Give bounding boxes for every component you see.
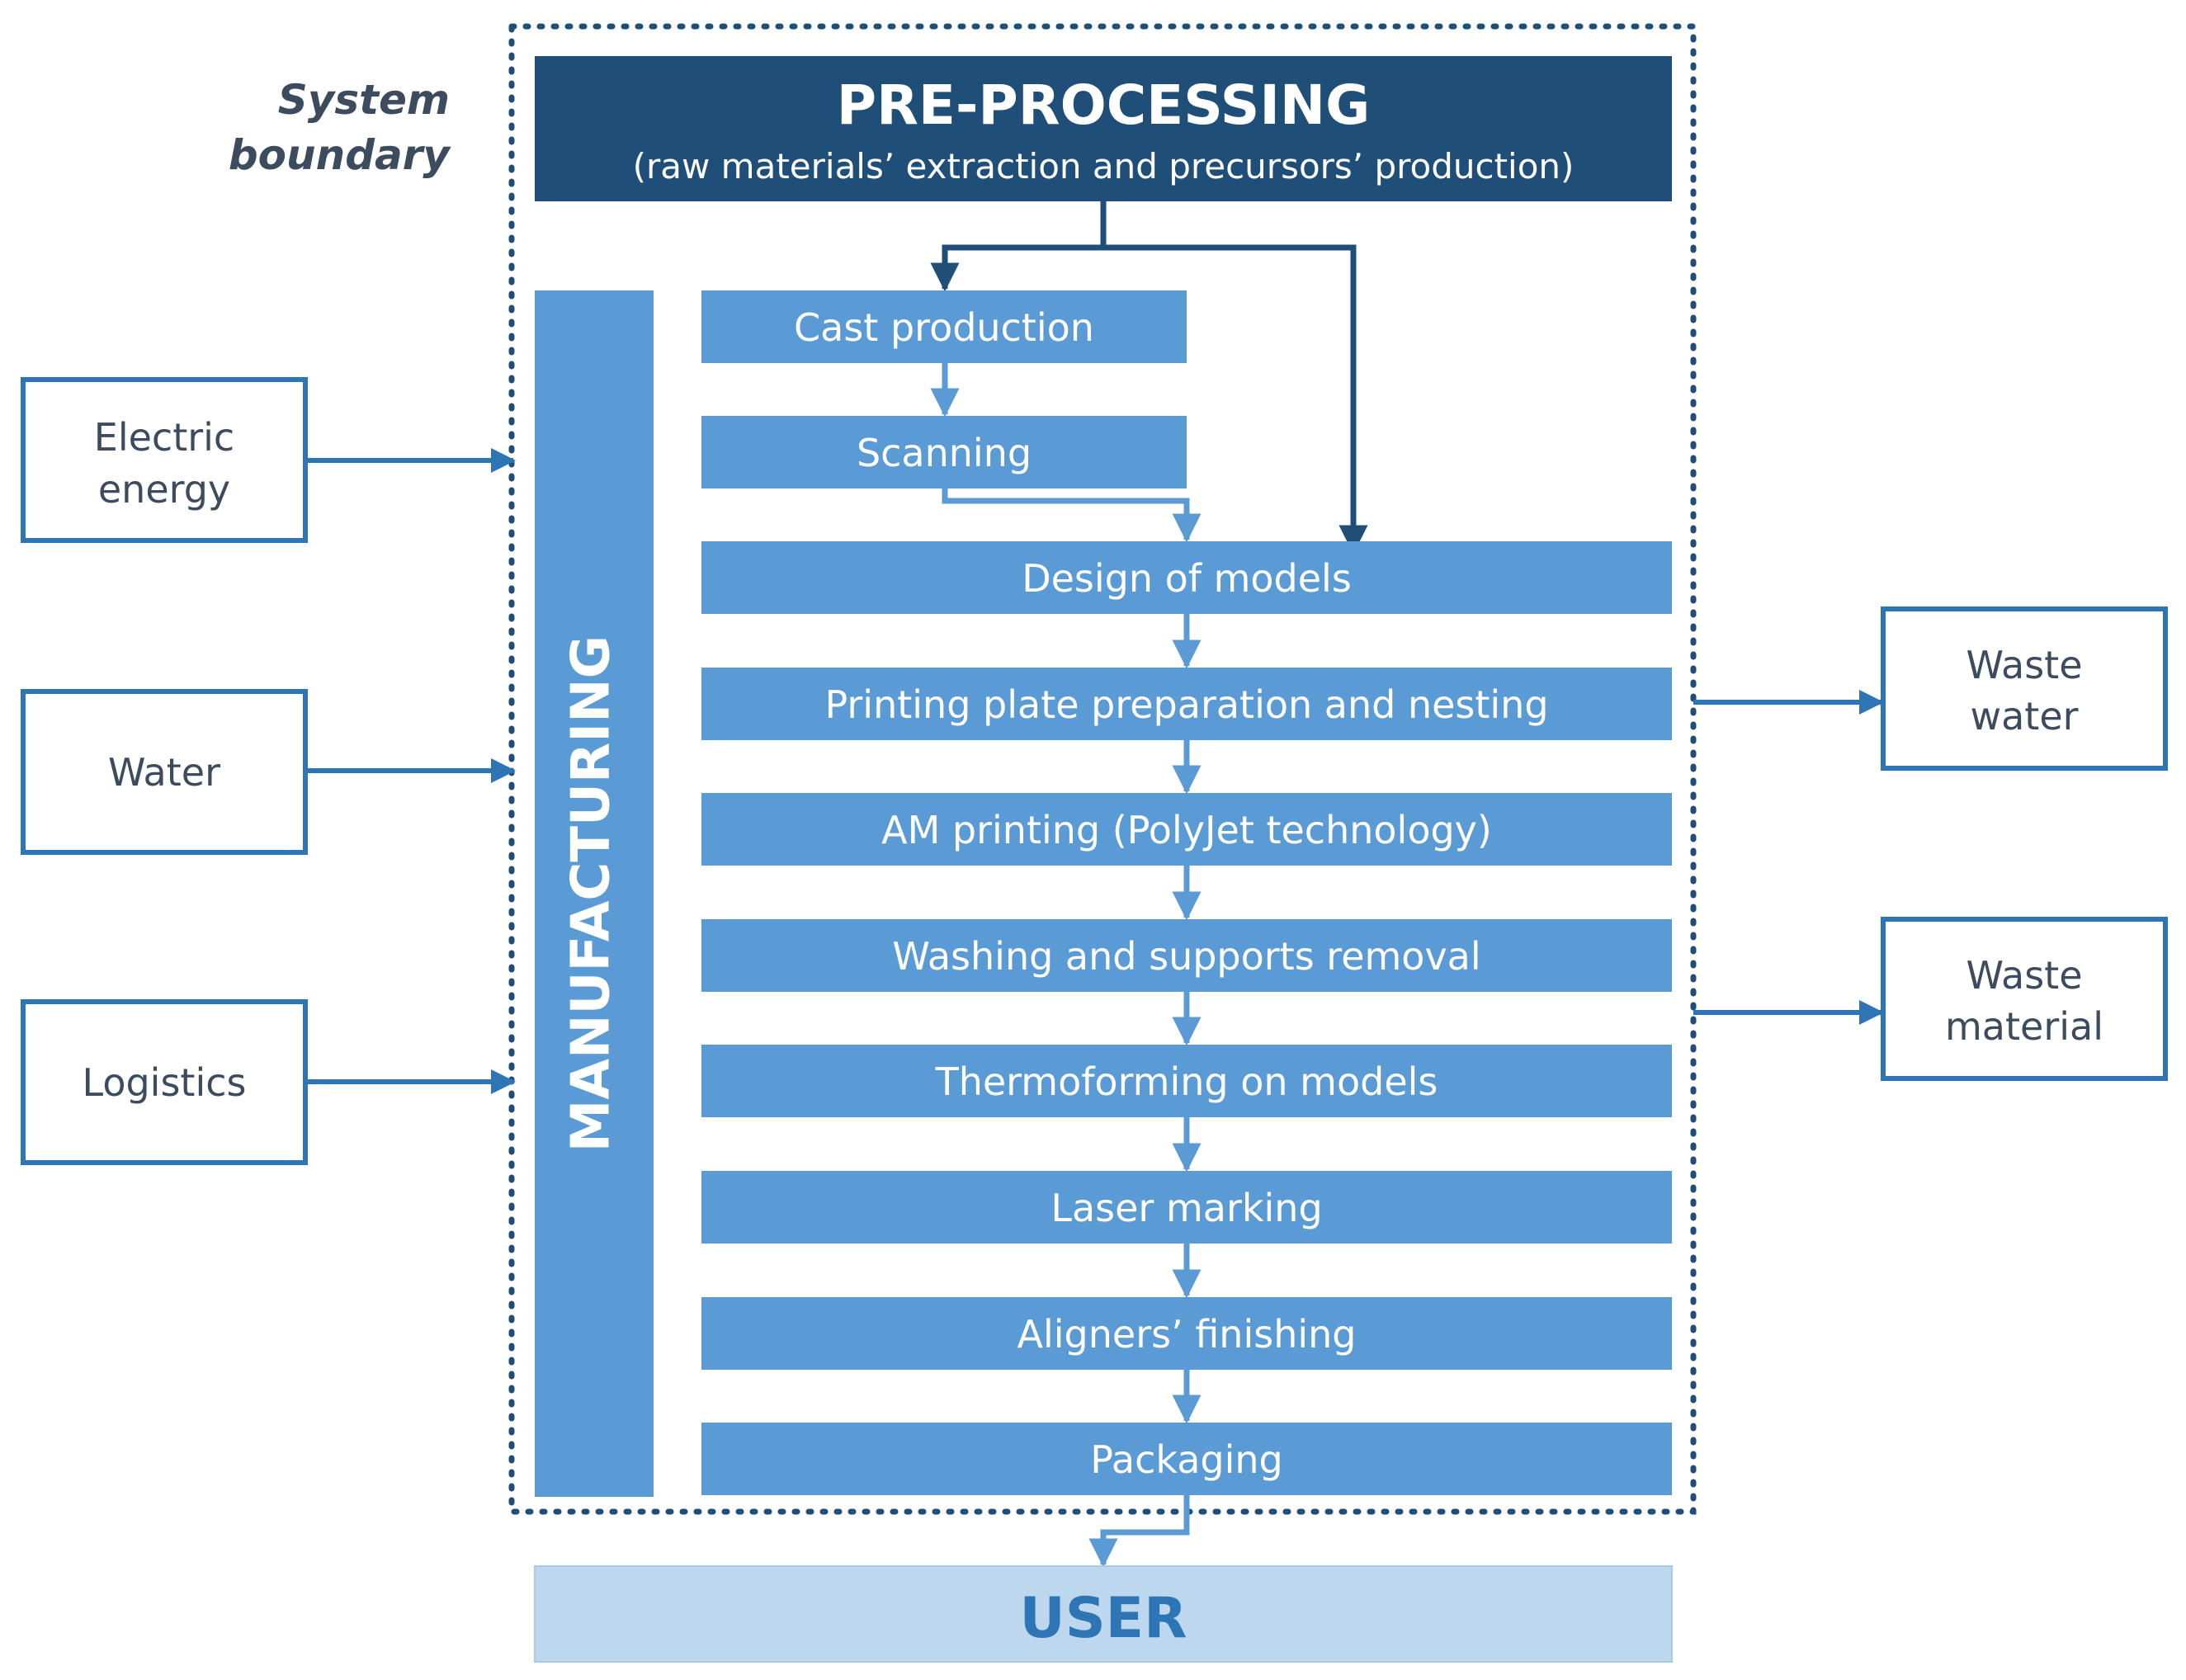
arrow-packaging-to-user (1088, 1495, 1190, 1568)
step-cast-production-label: Cast production (794, 305, 1094, 350)
input-water-box (21, 689, 308, 855)
output-waste-water-box (1881, 606, 2168, 771)
step-printing-plate (701, 668, 1672, 740)
input-electric-energy-line1: Electric (94, 415, 234, 460)
step-arrows (930, 363, 1202, 1568)
output-arrows (1693, 690, 1884, 1025)
input-electric-energy-box (21, 377, 308, 543)
step-aligners-finishing-label: Aligners’ finishing (1017, 1312, 1357, 1357)
pre-to-design-arrow (1103, 244, 1368, 554)
input-arrows (305, 448, 516, 1094)
step-packaging-label: Packaging (1090, 1437, 1283, 1482)
pre-processing-subtitle: (raw materials’ extraction and precursor… (633, 146, 1575, 186)
user-box (534, 1565, 1673, 1663)
manufacturing-label: MANUFACTURING (561, 635, 622, 1152)
output-waste-material-box (1881, 917, 2168, 1081)
step-packaging (701, 1423, 1672, 1495)
step-cast-production (701, 290, 1187, 363)
input-water-line1: Water (108, 750, 220, 795)
outputs: Waste water Waste material (1881, 606, 2168, 1081)
step-aligners-finishing (701, 1297, 1672, 1370)
input-electric-energy-line2: energy (98, 467, 230, 512)
step-thermoforming-label: Thermoforming on models (935, 1059, 1438, 1104)
step-design-of-models-label: Design of models (1022, 556, 1352, 601)
manufacturing-bar (535, 290, 654, 1497)
step-am-printing (701, 793, 1672, 866)
system-boundary-label-2: boundary (229, 131, 452, 179)
pre-to-cast-arrow (930, 201, 1107, 292)
step-scanning (701, 416, 1187, 488)
step-laser-marking (701, 1171, 1672, 1243)
input-logistics-line1: Logistics (83, 1060, 247, 1105)
step-washing-label: Washing and supports removal (892, 934, 1480, 979)
step-laser-marking-label: Laser marking (1051, 1186, 1322, 1230)
user-label: USER (1019, 1586, 1187, 1651)
output-waste-material-line1: Waste (1966, 953, 2082, 998)
step-thermoforming (701, 1045, 1672, 1117)
pre-processing-box (535, 56, 1672, 201)
process-steps: Cast production Scanning Design of model… (701, 290, 1672, 1495)
step-printing-plate-label: Printing plate preparation and nesting (824, 682, 1548, 727)
output-waste-water-line1: Waste (1966, 643, 2082, 687)
output-waste-material-line2: material (1945, 1004, 2103, 1049)
input-logistics-box (21, 999, 308, 1165)
output-waste-water-line2: water (1970, 694, 2078, 739)
step-washing (701, 919, 1672, 992)
system-boundary-label-1: System (278, 76, 450, 124)
step-design-of-models (701, 541, 1672, 614)
step-am-printing-label: AM printing (PolyJet technology) (881, 808, 1492, 852)
inputs: Electric energy Water Logistics (21, 377, 308, 1165)
step-scanning-label: Scanning (857, 431, 1032, 475)
pre-processing-title: PRE-PROCESSING (837, 73, 1371, 137)
arrow-scanning-to-design (942, 488, 1202, 543)
